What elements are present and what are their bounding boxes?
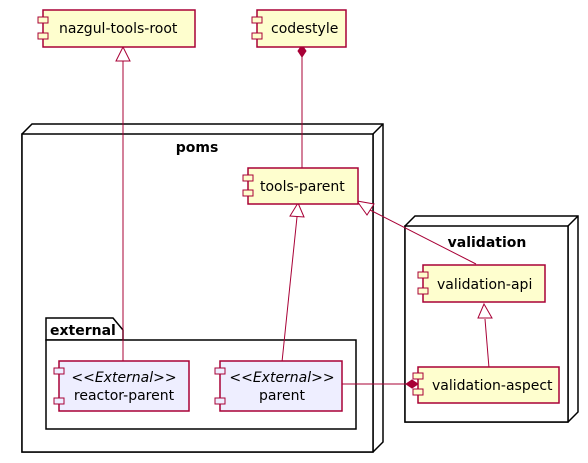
inheritance-arrow-icon (115, 45, 131, 62)
component-label: validation-aspect (432, 378, 553, 394)
node-validation-title: validation (448, 235, 527, 251)
component-port-icon (412, 388, 424, 396)
inheritance-arrow-icon (355, 200, 375, 216)
relation-validation-aspect-validation-api (477, 302, 493, 369)
inheritance-arrow-icon (477, 302, 493, 319)
component-port-icon (53, 367, 65, 375)
component-reactor-parent[interactable]: <<External>> reactor-parent (53, 360, 190, 412)
component-label: validation-api (437, 277, 532, 293)
component-stereotype: <<External>> (229, 370, 334, 386)
component-stereotype: <<External>> (71, 370, 176, 386)
inheritance-arrow-icon (289, 201, 305, 218)
composition-diamond-icon (405, 379, 419, 389)
node-poms-title: poms (176, 140, 219, 156)
component-tools-parent[interactable]: tools-parent (242, 167, 359, 205)
component-label: tools-parent (260, 179, 345, 195)
relation-parent-validation-aspect (342, 379, 419, 389)
component-port-icon (417, 271, 429, 279)
component-port-icon (53, 397, 65, 405)
relation-validation-api-tools-parent (355, 200, 477, 265)
component-port-icon (242, 174, 254, 182)
component-label: nazgul-tools-root (59, 21, 178, 37)
component-port-icon (417, 287, 429, 295)
component-parent[interactable]: <<External>> parent (214, 360, 343, 412)
component-port-icon (37, 32, 49, 40)
component-port-icon (251, 16, 263, 24)
component-port-icon (214, 397, 226, 405)
composition-diamond-icon (297, 44, 307, 58)
component-validation-aspect[interactable]: validation-aspect (412, 366, 560, 404)
component-label: codestyle (271, 21, 338, 37)
component-label: parent (259, 388, 305, 404)
component-port-icon (37, 16, 49, 24)
component-codestyle[interactable]: codestyle (251, 9, 347, 48)
package-external-title: external (50, 323, 116, 339)
component-port-icon (251, 32, 263, 40)
component-validation-api[interactable]: validation-api (417, 264, 546, 303)
relation-codestyle-tools-parent (297, 44, 307, 170)
relation-parent-tools-parent (281, 201, 305, 363)
component-port-icon (412, 372, 424, 380)
relation-reactor-parent-nazgul-tools-root (115, 45, 131, 362)
component-port-icon (242, 189, 254, 197)
component-port-icon (214, 367, 226, 375)
component-label: reactor-parent (74, 388, 175, 404)
component-nazgul-tools-root[interactable]: nazgul-tools-root (37, 9, 196, 48)
